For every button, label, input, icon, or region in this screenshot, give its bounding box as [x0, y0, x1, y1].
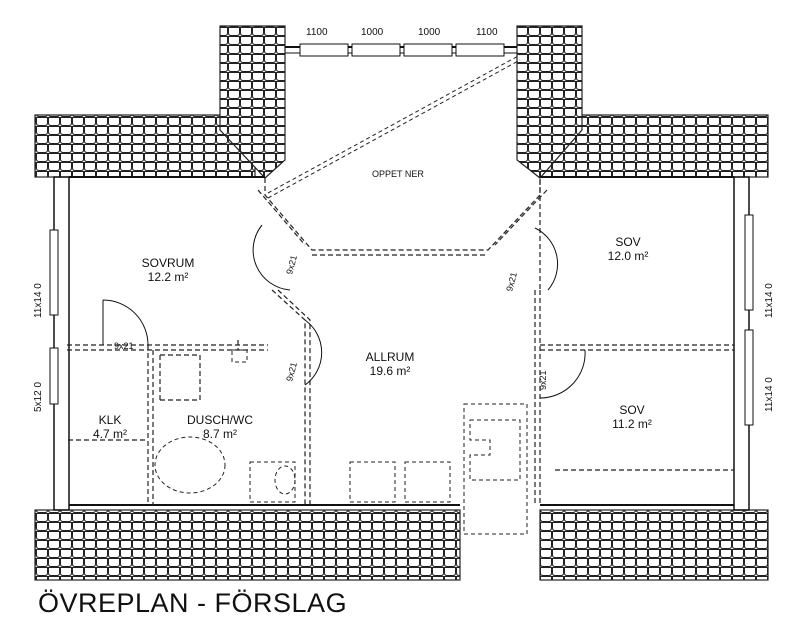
room-name-sov-1: SOV	[615, 235, 640, 249]
interior-walls	[67, 178, 734, 505]
door-label-5: 9x21	[538, 370, 548, 390]
stair-label: OPPET NER	[372, 169, 424, 179]
room-name-sov-2: SOV	[619, 403, 644, 417]
room-area-klk: 4.7 m²	[93, 427, 127, 441]
room-name-klk: KLK	[99, 413, 122, 427]
top-dimensions: 1100 1000 1000 1100	[306, 27, 498, 38]
room-area-sov-1: 12.0 m²	[608, 249, 649, 263]
room-name-allrum: ALLRUM	[366, 350, 415, 364]
left-dim-1: 11x14 0	[33, 283, 44, 318]
plan-title: ÖVREPLAN - FÖRSLAG	[38, 588, 348, 618]
stair-opening	[267, 54, 521, 199]
room-area-sov-2: 11.2 m²	[612, 417, 652, 431]
top-dim-4: 1100	[476, 27, 498, 38]
top-dim-3: 1000	[418, 27, 441, 38]
left-dim-2: 5x12 0	[33, 382, 44, 412]
room-area-sovrum: 12.2 m²	[148, 270, 189, 284]
right-dim-2: 11x14 0	[764, 377, 775, 412]
door-label-1: 9x21	[114, 341, 134, 351]
door-label-3: 9x21	[284, 361, 299, 382]
room-area-dusch-wc: 8.7 m²	[203, 427, 237, 441]
windows	[49, 43, 754, 426]
door-label-4: 9x21	[504, 271, 519, 292]
right-dim-1: 11x14 0	[764, 283, 775, 318]
top-dim-1: 1100	[306, 27, 328, 38]
side-dimensions: 11x14 0 5x12 0 11x14 0 11x14 0	[33, 283, 775, 412]
door-swings	[102, 224, 586, 399]
top-dim-2: 1000	[361, 27, 384, 38]
fixtures	[154, 349, 528, 535]
room-name-dusch-wc: DUSCH/WC	[187, 413, 253, 427]
room-name-sovrum: SOVRUM	[142, 256, 195, 270]
door-size-labels: 9x21 9x21 9x21 9x21 9x21	[114, 254, 548, 390]
room-area-allrum: 19.6 m²	[370, 364, 411, 378]
roof-tiles	[34, 25, 769, 581]
room-labels: SOVRUM 12.2 m² SOV 12.0 m² ALLRUM 19.6 m…	[93, 235, 652, 441]
door-label-2: 9x21	[284, 254, 299, 275]
